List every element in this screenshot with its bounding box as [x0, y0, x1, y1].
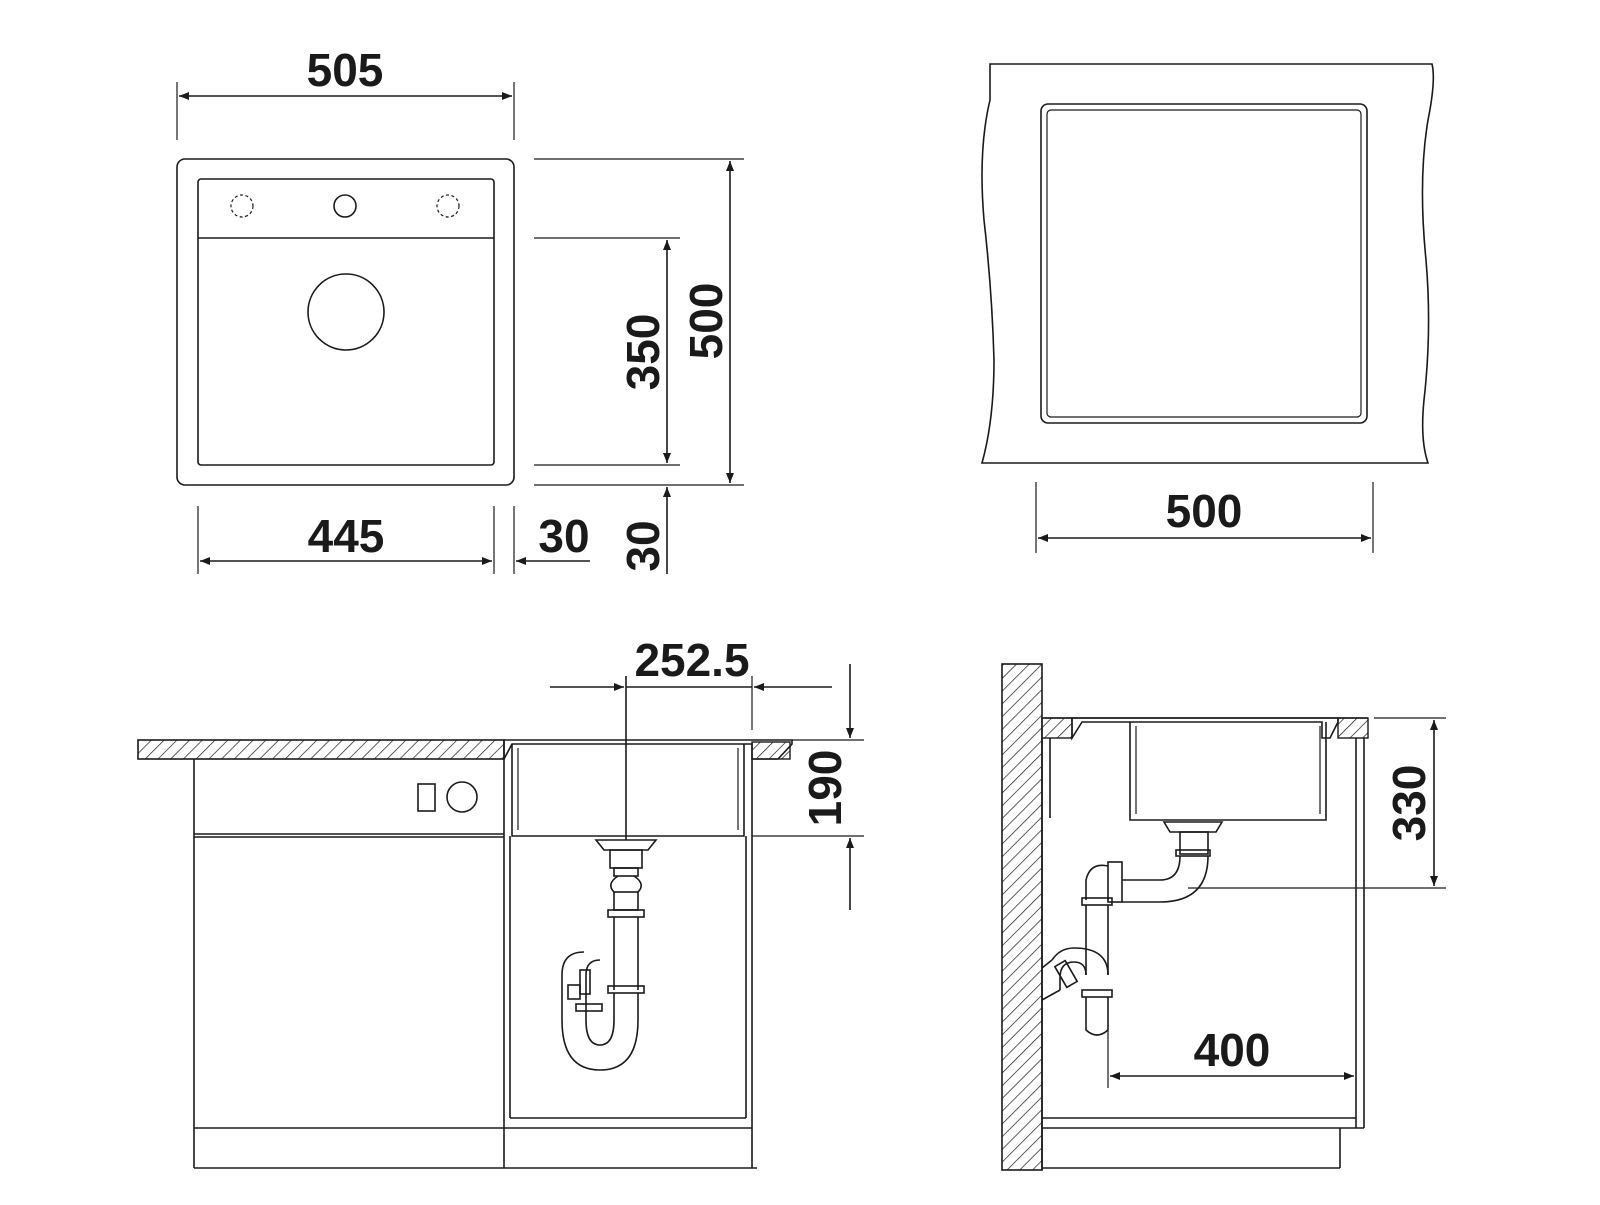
overall-width-label: 505	[307, 44, 384, 96]
tap-hole-icon	[333, 194, 357, 218]
front-rim-label: 30	[617, 520, 669, 571]
cutout-opening	[1040, 103, 1368, 424]
dishwasher-knob-icon	[446, 781, 478, 813]
top-view: 505 500 350 445 30 30	[176, 44, 744, 574]
waste-offset-label: 252.5	[634, 634, 749, 686]
cutout-width-label: 500	[1166, 485, 1243, 537]
siphon-side	[1041, 821, 1224, 1036]
cutout-inner-edge	[1046, 109, 1362, 418]
side-rim-label: 30	[538, 510, 589, 562]
overall-depth-label: 500	[680, 283, 732, 360]
sink-outline	[176, 158, 515, 486]
cabinet-width-label: 400	[1194, 1024, 1271, 1076]
sink-rim-side	[1071, 717, 1339, 741]
worktop-right	[751, 741, 791, 760]
worktop-front	[1337, 717, 1369, 739]
dishwasher-switch-icon	[417, 783, 436, 812]
bowl-front	[511, 744, 745, 837]
front-section: 252.5 190	[137, 634, 864, 1169]
siphon-front	[561, 839, 658, 1071]
drain-icon	[307, 273, 385, 351]
side-section: 330 400	[1001, 663, 1446, 1171]
wall	[1001, 663, 1043, 1171]
bowl-side	[1129, 722, 1327, 821]
worktop-left	[137, 739, 505, 760]
worktop-outline	[980, 63, 1435, 464]
worktop-back	[1041, 717, 1073, 739]
bowl-width-label: 445	[308, 510, 385, 562]
optional-tap-hole-left-icon	[230, 194, 254, 218]
installation-depth-label: 330	[1383, 765, 1435, 842]
cutout-view: 500	[980, 63, 1435, 553]
sink-inner-rim	[197, 178, 495, 466]
sink-rim-front	[503, 739, 793, 760]
front-bowl-depth-label: 190	[799, 750, 851, 827]
optional-tap-hole-right-icon	[436, 194, 460, 218]
bowl-depth-label: 350	[617, 314, 669, 391]
